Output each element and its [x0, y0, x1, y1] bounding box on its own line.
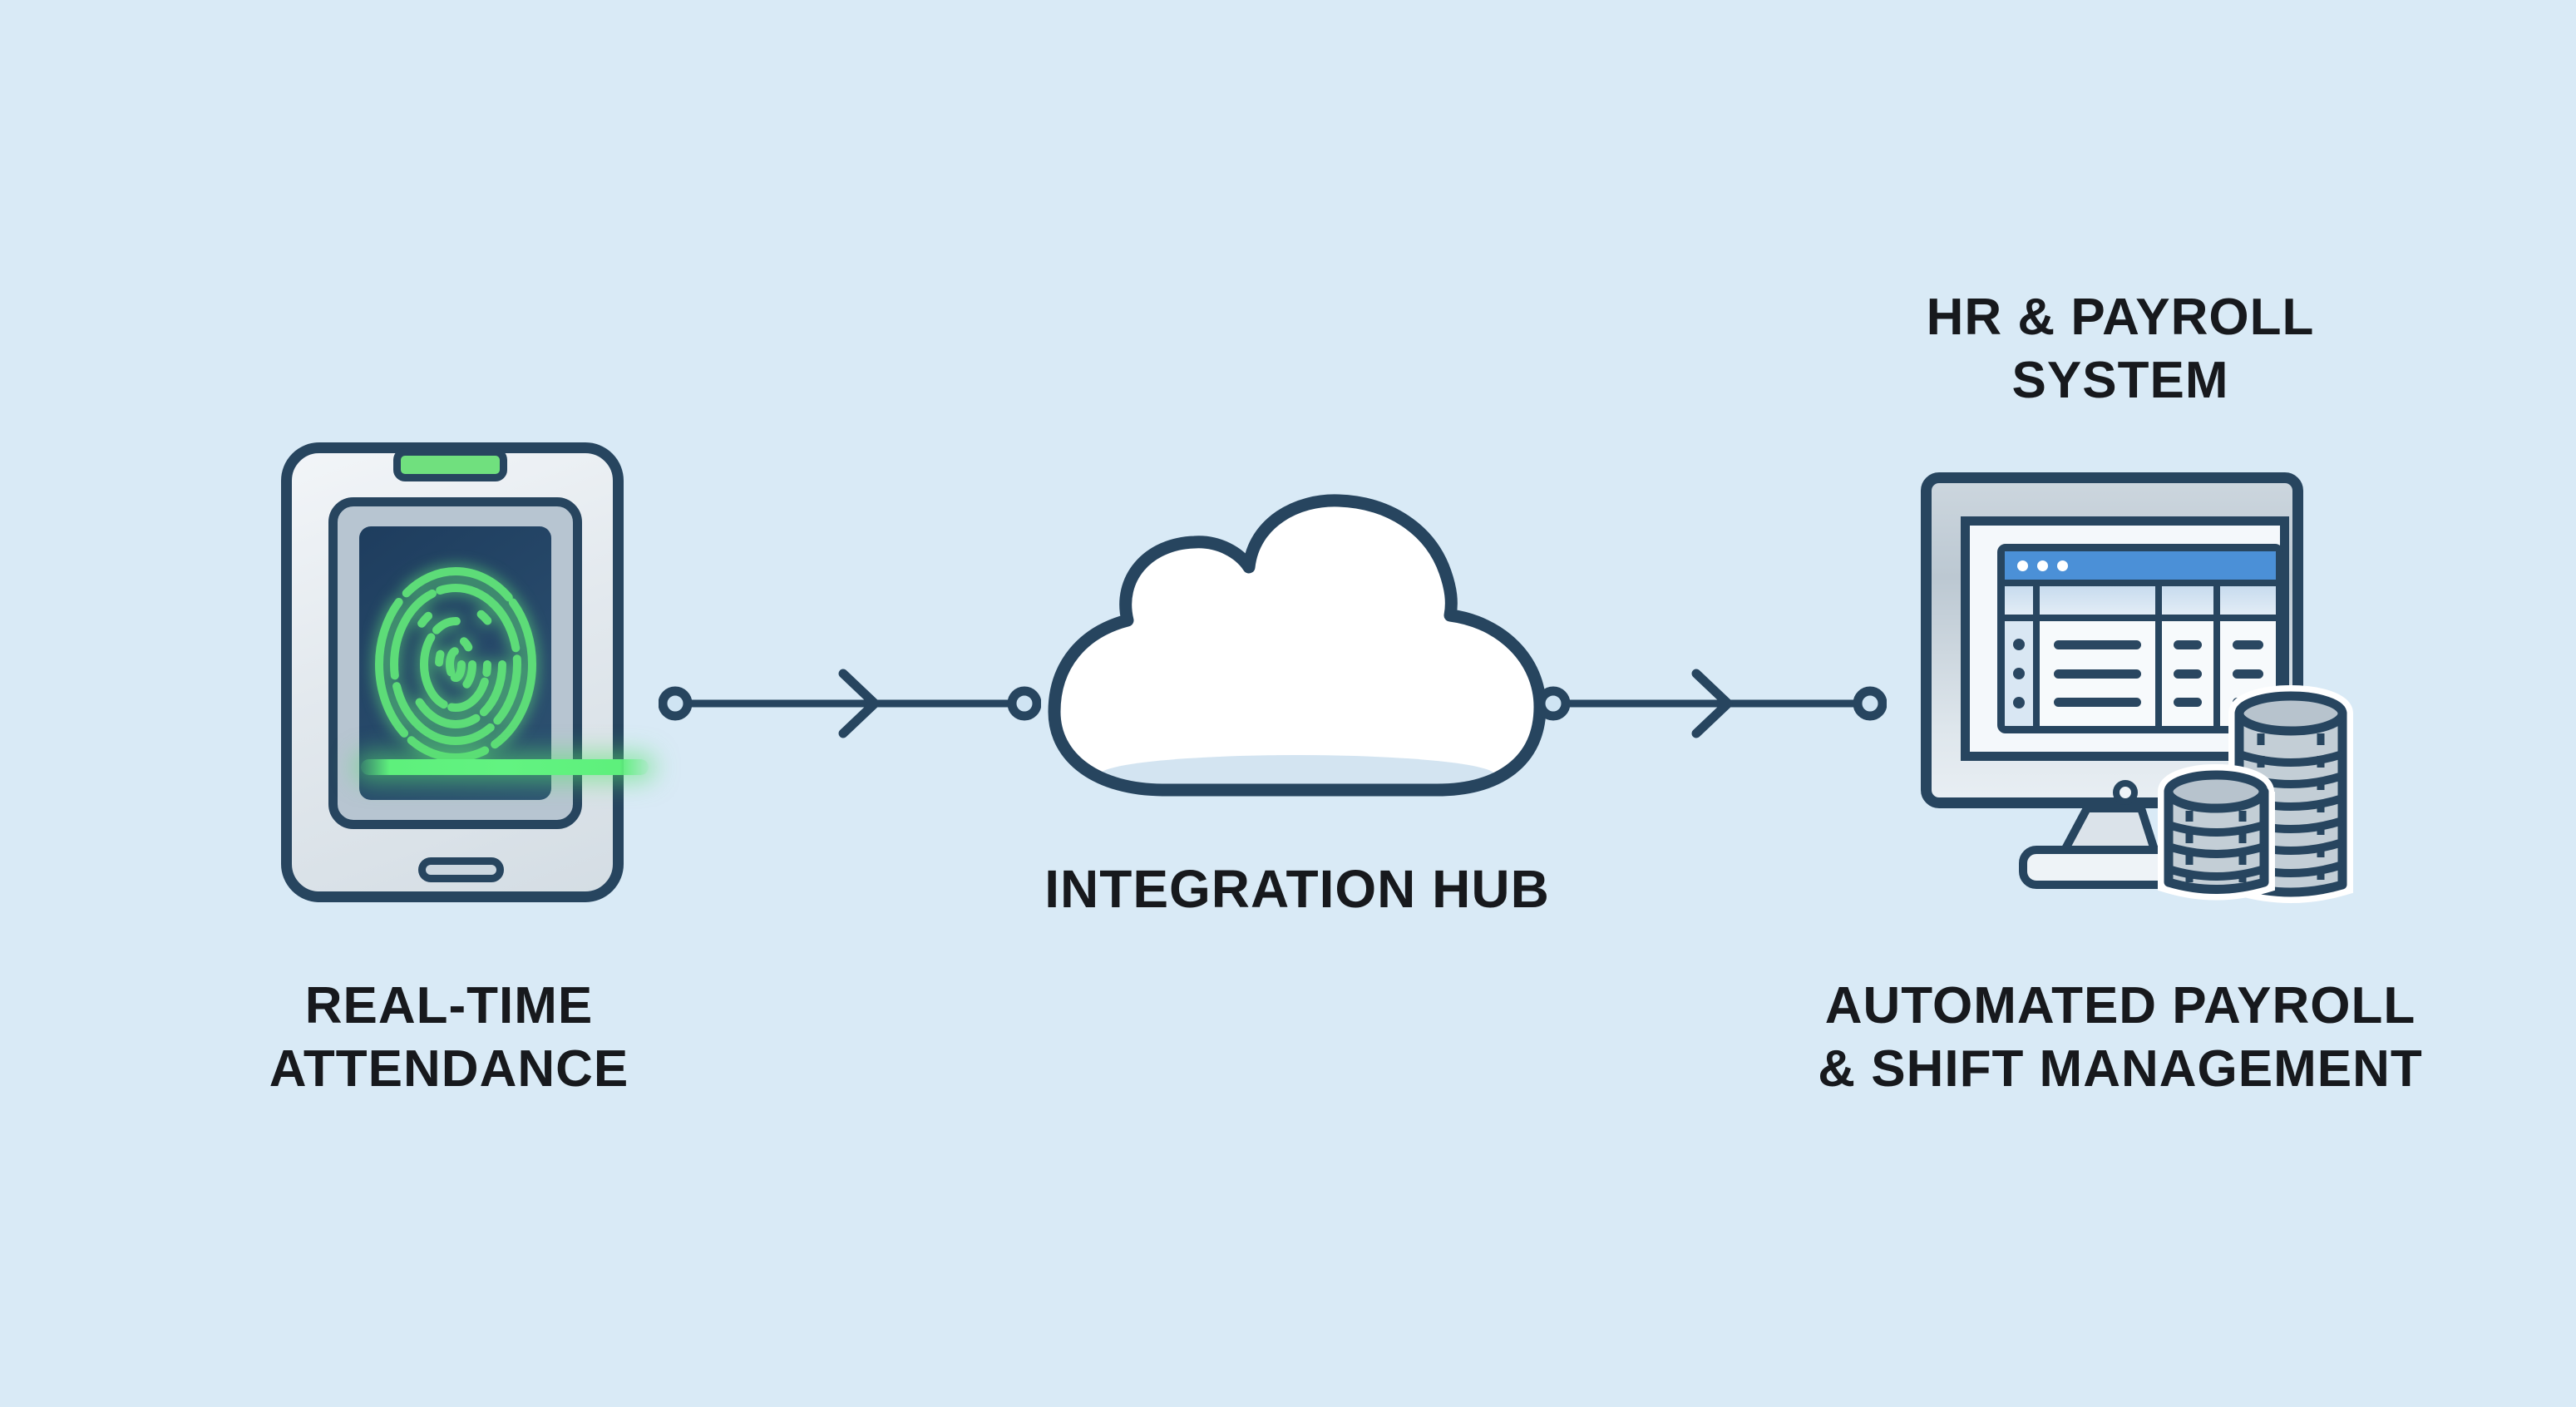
payroll-label-line1: AUTOMATED PAYROLL: [1824, 977, 2416, 1034]
table-row-marker: [2013, 697, 2026, 708]
table-value-column-1: [2162, 586, 2221, 726]
table-column-body: [2005, 621, 2034, 726]
table-column-body: [2162, 621, 2213, 726]
table-row: [2173, 640, 2203, 650]
payroll-label-line2: & SHIFT MANAGEMENT: [1818, 1039, 2423, 1098]
connector-start-dot: [1537, 686, 1571, 721]
table-row: [2054, 640, 2142, 650]
connector-start-dot: [659, 686, 693, 721]
arrowhead-chevron: [1691, 669, 1733, 738]
table-row: [2232, 669, 2264, 679]
table-name-column: [2040, 586, 2163, 726]
flow-arrow-1: [659, 669, 1041, 738]
hr-payroll-title: HR & PAYROLL SYSTEM: [1829, 286, 2411, 412]
window-dot-icon: [2057, 560, 2068, 571]
cloud-icon: [1048, 494, 1547, 797]
table-row-marker: [2013, 668, 2026, 679]
tablet-speaker-bar: [393, 448, 507, 481]
connector-end-dot: [1007, 686, 1041, 721]
table-header-cell: [2220, 586, 2276, 621]
table-row: [2173, 669, 2203, 679]
payroll-label: AUTOMATED PAYROLL & SHIFT MANAGEMENT: [1746, 975, 2495, 1100]
fingerprint-tablet-icon: [281, 442, 649, 902]
tablet-bezel: [328, 497, 649, 829]
cloud-body: [1054, 500, 1540, 790]
arrowhead-chevron: [838, 669, 880, 738]
attendance-label: REAL-TIME ATTENDANCE: [158, 975, 740, 1100]
connector-end-dot: [1853, 686, 1887, 721]
table-header-cell: [2005, 586, 2034, 621]
window-dot-icon: [2037, 560, 2048, 571]
table-header-cell: [2040, 586, 2156, 621]
window-dot-icon: [2017, 560, 2028, 571]
tablet-screen: [359, 526, 551, 800]
hr-payroll-title-line2: SYSTEM: [2011, 351, 2229, 409]
integration-hub-label: INTEGRATION HUB: [965, 857, 1630, 921]
table-row: [2232, 640, 2264, 650]
hr-payroll-title-line1: HR & PAYROLL: [1926, 289, 2315, 346]
flow-arrow-2: [1537, 669, 1887, 738]
attendance-label-line1: REAL-TIME: [304, 977, 594, 1034]
attendance-label-line2: ATTENDANCE: [269, 1039, 629, 1098]
table-value-column-2: [2220, 586, 2276, 726]
table-header-cell: [2162, 586, 2214, 621]
payroll-monitor-coins-icon: [1921, 472, 2386, 921]
table-row-marker: [2013, 639, 2026, 650]
tablet-home-button: [418, 857, 504, 882]
monitor-stand: [2019, 805, 2199, 889]
scan-line: [361, 759, 649, 775]
window-titlebar: [2005, 551, 2276, 586]
payroll-table: [2005, 586, 2276, 726]
table-row: [2173, 697, 2203, 707]
integration-hub-label-text: INTEGRATION HUB: [1044, 859, 1550, 919]
fingerprint-icon: [375, 567, 536, 762]
coin-stacks-icon: [2158, 685, 2353, 903]
table-column-body: [2040, 621, 2155, 726]
monitor-power-button: [2113, 780, 2138, 805]
table-row: [2054, 697, 2142, 707]
table-index-column: [2005, 586, 2041, 726]
table-row: [2054, 669, 2142, 679]
